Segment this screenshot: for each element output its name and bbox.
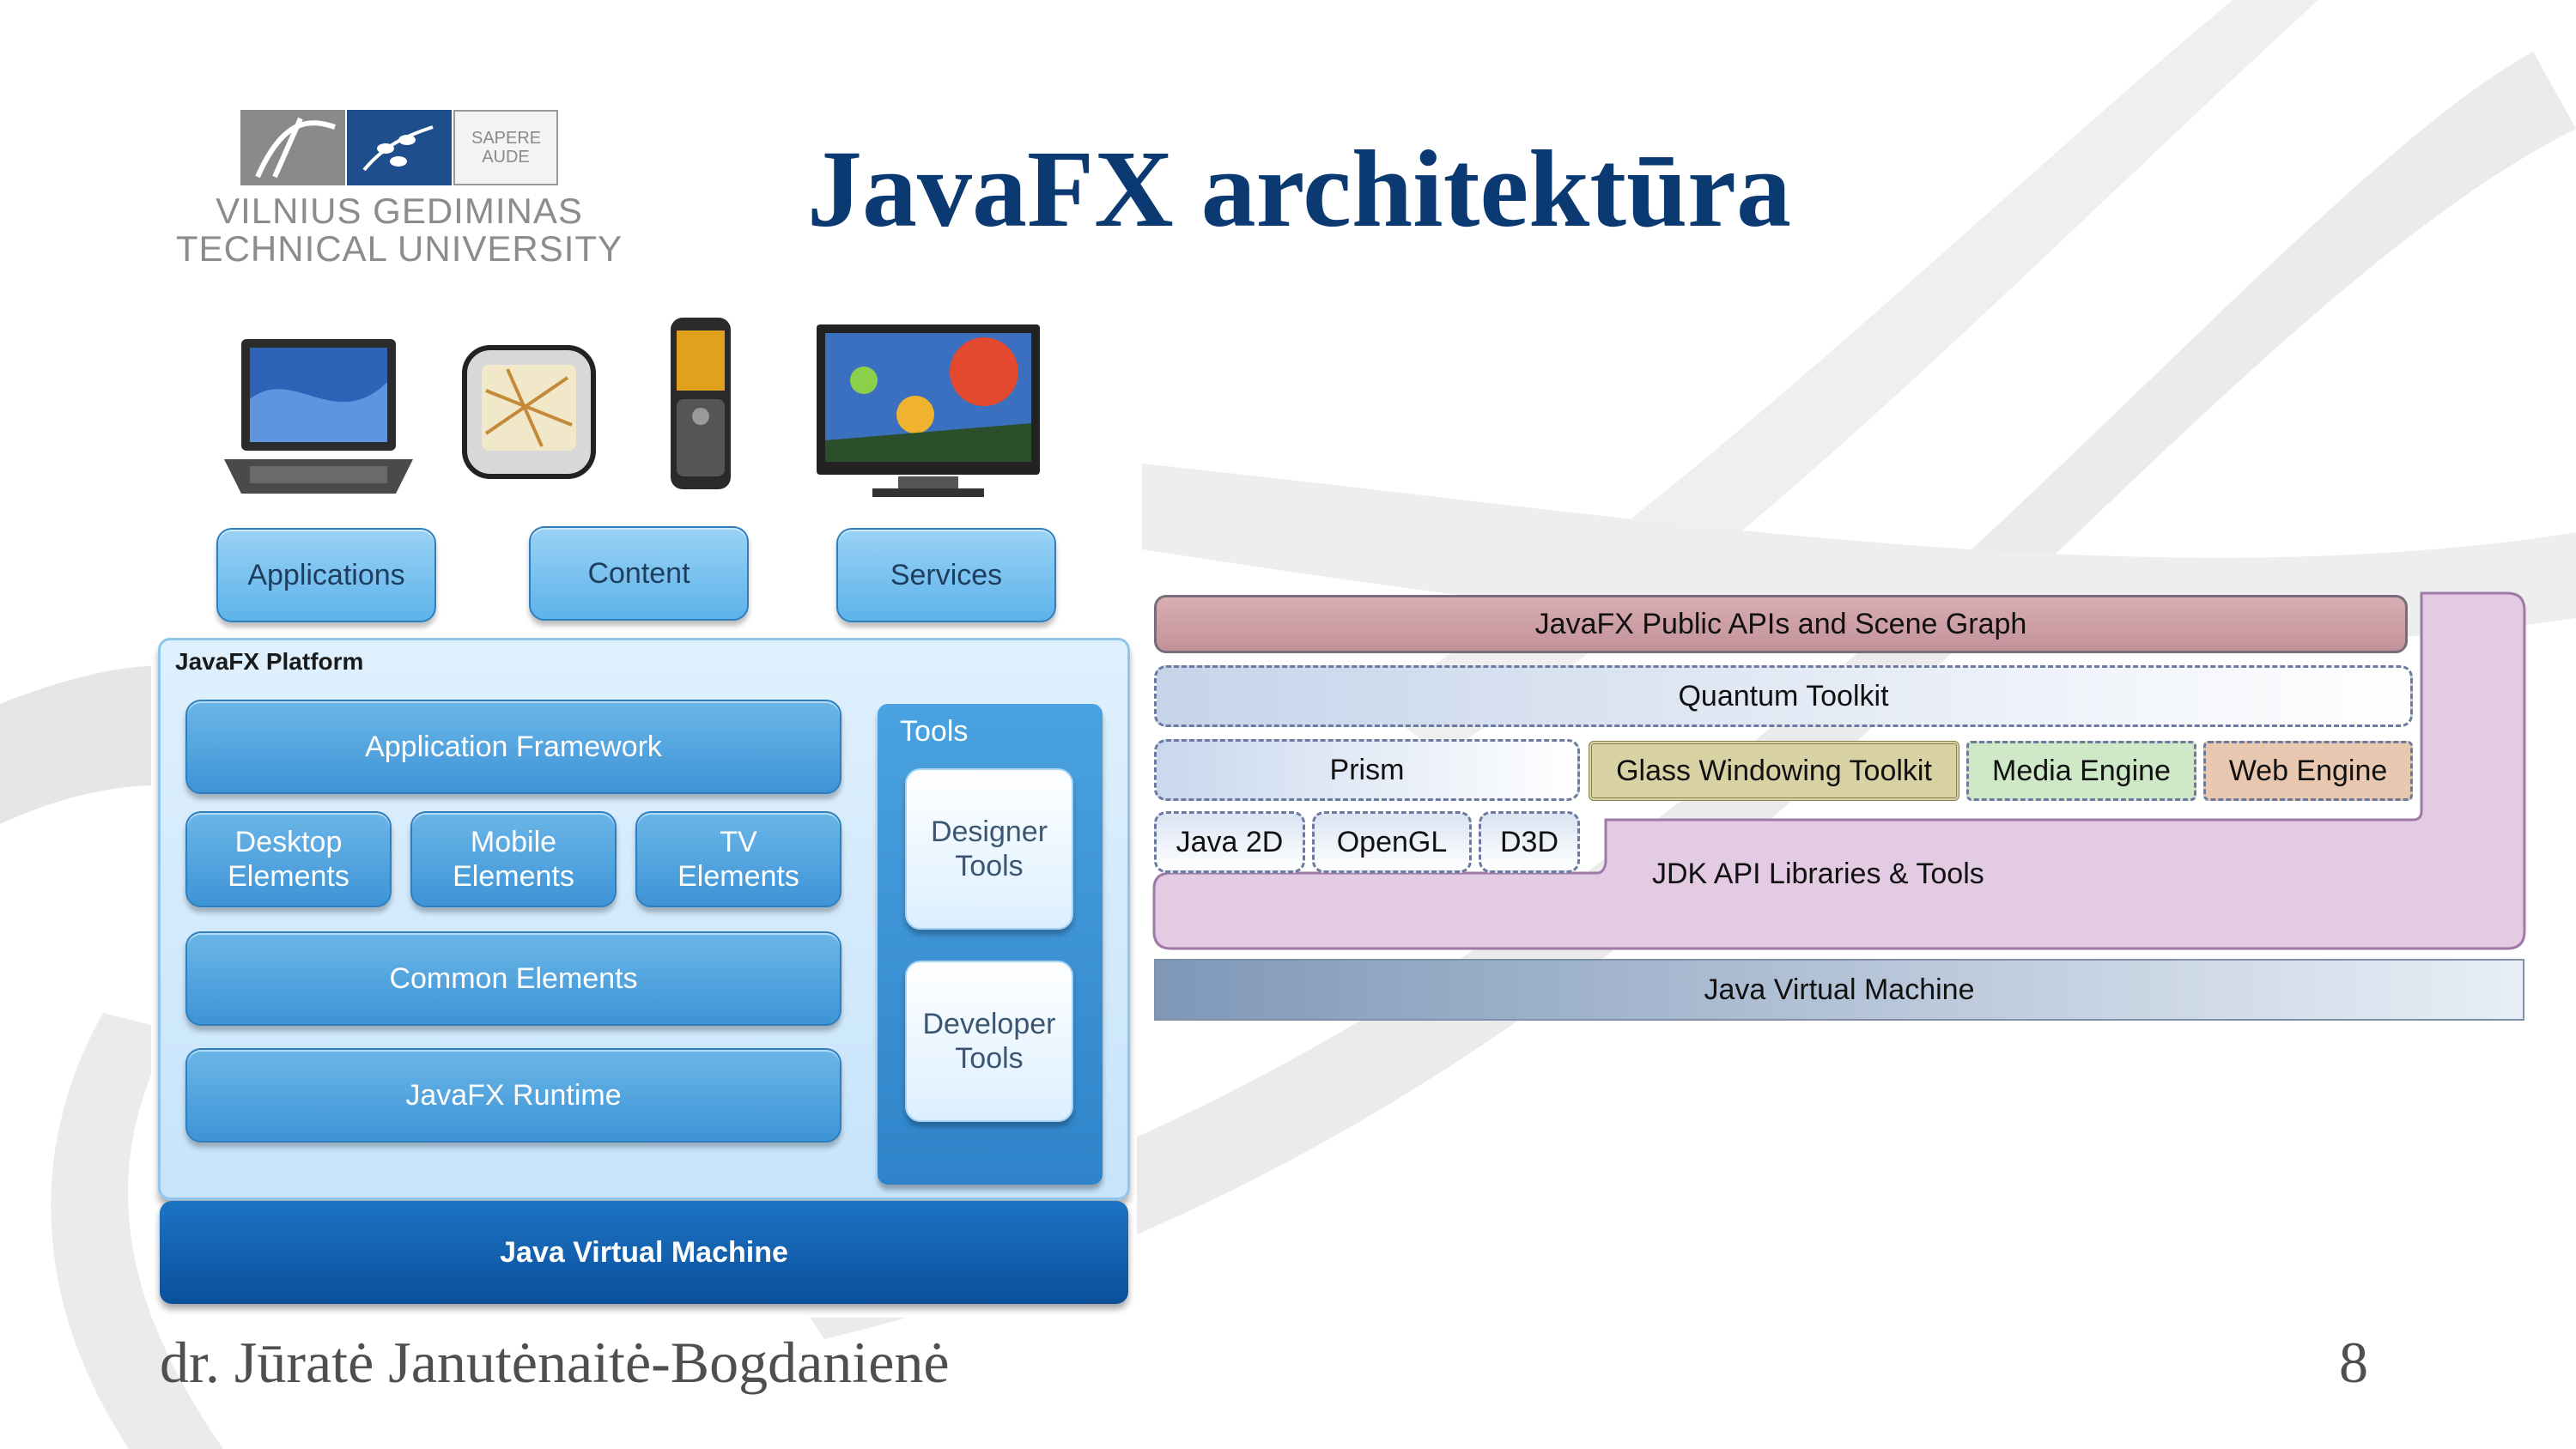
tv-screen-icon (817, 324, 1040, 497)
public-apis-scene-graph-layer: JavaFX Public APIs and Scene Graph (1154, 595, 2408, 653)
logo-motto: SAPERE AUDE (471, 129, 542, 167)
java-virtual-machine-layer: Java Virtual Machine (1154, 959, 2524, 1021)
logo-tile-gray (240, 110, 345, 185)
page-title: JavaFX architektūra (807, 128, 1791, 250)
common-elements-box: Common Elements (185, 931, 841, 1026)
jdk-background-shape (1152, 591, 2526, 950)
logo-tile-blue (347, 110, 452, 185)
jdk-api-libraries-label: JDK API Libraries & Tools (1652, 858, 1984, 890)
page-number: 8 (2339, 1330, 2368, 1395)
designer-tools-box: Designer Tools (905, 768, 1073, 930)
mobile-phone-icon (671, 318, 731, 489)
application-framework-box: Application Framework (185, 700, 841, 794)
java2d-layer: Java 2D (1154, 811, 1305, 873)
developer-tools-box: Developer Tools (905, 961, 1073, 1122)
logo-tile-motto: SAPERE AUDE (453, 110, 558, 185)
javafx-platform-diagram: Applications Content Services JavaFX Pla… (151, 305, 1137, 1318)
opengl-layer: OpenGL (1312, 811, 1472, 873)
platform-label: JavaFX Platform (175, 648, 364, 675)
content-box: Content (529, 526, 749, 621)
laptop-icon (224, 339, 413, 494)
media-engine-layer: Media Engine (1966, 741, 2196, 801)
javafx-runtime-box: JavaFX Runtime (185, 1048, 841, 1143)
author-name: dr. Jūratė Janutėnaitė-Bogdanienė (160, 1330, 950, 1395)
java-virtual-machine-box: Java Virtual Machine (160, 1201, 1128, 1304)
prism-layer: Prism (1154, 739, 1580, 801)
web-engine-layer: Web Engine (2203, 741, 2413, 801)
javafx-architecture-diagram: JavaFX Public APIs and Scene Graph Quant… (1151, 588, 2533, 1026)
tv-elements-box: TV Elements (635, 811, 841, 907)
desktop-elements-box: Desktop Elements (185, 811, 392, 907)
services-box: Services (836, 528, 1056, 622)
glass-windowing-toolkit-layer: Glass Windowing Toolkit (1589, 741, 1959, 801)
tools-label: Tools (900, 715, 969, 748)
mobile-elements-box: Mobile Elements (410, 811, 617, 907)
d3d-layer: D3D (1479, 811, 1580, 873)
gps-navigator-icon (462, 345, 596, 479)
quantum-toolkit-layer: Quantum Toolkit (1154, 665, 2413, 727)
applications-box: Applications (216, 528, 436, 622)
logo-line1: VILNIUS GEDIMINAS (216, 191, 583, 231)
logo-line2: TECHNICAL UNIVERSITY (175, 228, 623, 269)
university-logo: SAPERE AUDE VILNIUS GEDIMINAS TECHNICAL … (120, 110, 678, 273)
